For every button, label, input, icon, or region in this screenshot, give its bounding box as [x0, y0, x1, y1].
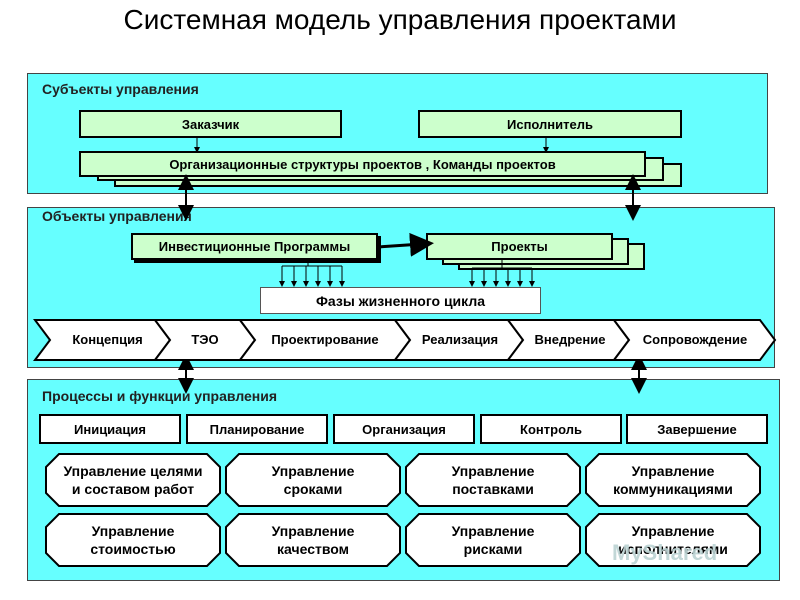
area-cost-line1: Управление: [91, 523, 175, 539]
phase-implementation: Реализация: [421, 332, 499, 347]
function-completion: Завершение: [626, 414, 768, 444]
area-hr-line2: исполнителями: [618, 541, 728, 557]
lifecycle-box: Фазы жизненного цикла: [260, 287, 541, 314]
contractor-box: Исполнитель: [418, 110, 682, 138]
watermark: MyShared: [612, 540, 718, 565]
area-risk: Управление рисками: [405, 513, 581, 567]
area-cost: Управление стоимостью: [45, 513, 221, 567]
area-scope-line1: Управление целями: [63, 463, 203, 479]
function-initiation: Инициация: [39, 414, 181, 444]
area-communications-line2: коммуникациями: [613, 481, 733, 497]
area-cost-line2: стоимостью: [90, 541, 176, 557]
phase-feasibility: ТЭО: [191, 332, 219, 347]
customer-box: Заказчик: [79, 110, 342, 138]
org-structures-box: Организационные структуры проектов , Ком…: [79, 151, 646, 177]
function-organization: Организация: [333, 414, 475, 444]
subjects-label: Субъекты управления: [42, 81, 199, 97]
phase-support: Сопровождение: [642, 332, 748, 347]
area-communications-line1: Управление: [631, 463, 715, 479]
area-time-line1: Управление: [271, 463, 355, 479]
area-scope-line2: и составом работ: [71, 481, 195, 497]
phase-deployment: Внедрение: [534, 332, 606, 347]
area-procurement-line2: поставками: [452, 481, 534, 497]
processes-label: Процессы и функции управления: [42, 388, 278, 404]
objects-label: Объекты управления: [42, 208, 192, 224]
phase-concept: Концепция: [72, 332, 143, 347]
area-quality: Управление качеством: [225, 513, 401, 567]
page-title: Системная модель управления проектами: [123, 4, 677, 35]
area-hr-line1: Управление: [631, 523, 715, 539]
area-quality-line1: Управление: [271, 523, 355, 539]
area-communications: Управление коммуникациями: [585, 453, 761, 507]
area-risk-line2: рисками: [463, 541, 523, 557]
projects-box: Проекты: [426, 233, 613, 260]
area-quality-line2: качеством: [277, 541, 349, 557]
function-control: Контроль: [480, 414, 622, 444]
area-scope: Управление целями и составом работ: [45, 453, 221, 507]
function-planning: Планирование: [186, 414, 328, 444]
investment-programs-box: Инвестиционные Программы: [131, 233, 378, 260]
area-procurement-line1: Управление: [451, 463, 535, 479]
area-risk-line1: Управление: [451, 523, 535, 539]
area-procurement: Управление поставками: [405, 453, 581, 507]
phase-design: Проектирование: [271, 332, 379, 347]
area-time-line2: сроками: [283, 481, 343, 497]
area-time: Управление сроками: [225, 453, 401, 507]
area-hr: Управление исполнителями: [585, 513, 761, 567]
